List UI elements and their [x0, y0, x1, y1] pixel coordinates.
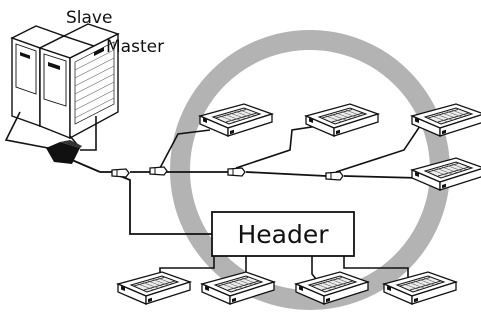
- indoor-unit-cassette: [411, 157, 481, 191]
- branch-joint: [325, 171, 344, 181]
- indoor-unit-cassette: [117, 271, 191, 305]
- branch-joint: [111, 168, 130, 178]
- gray-ring: [170, 30, 450, 310]
- branch-joint: [227, 167, 246, 177]
- master-label: Master: [106, 37, 164, 57]
- outdoor-distributor: [46, 140, 82, 164]
- header-box: Header: [211, 211, 355, 257]
- indoor-unit-cassette: [199, 103, 273, 137]
- branch-pipes: [159, 125, 421, 173]
- branch-joint: [149, 166, 168, 176]
- indoor-unit-cassette: [305, 103, 379, 137]
- slave-label: Slave: [66, 8, 112, 28]
- outdoor-unit-master: [38, 23, 120, 140]
- header-label: Header: [237, 220, 329, 249]
- main-pipe: [71, 159, 421, 235]
